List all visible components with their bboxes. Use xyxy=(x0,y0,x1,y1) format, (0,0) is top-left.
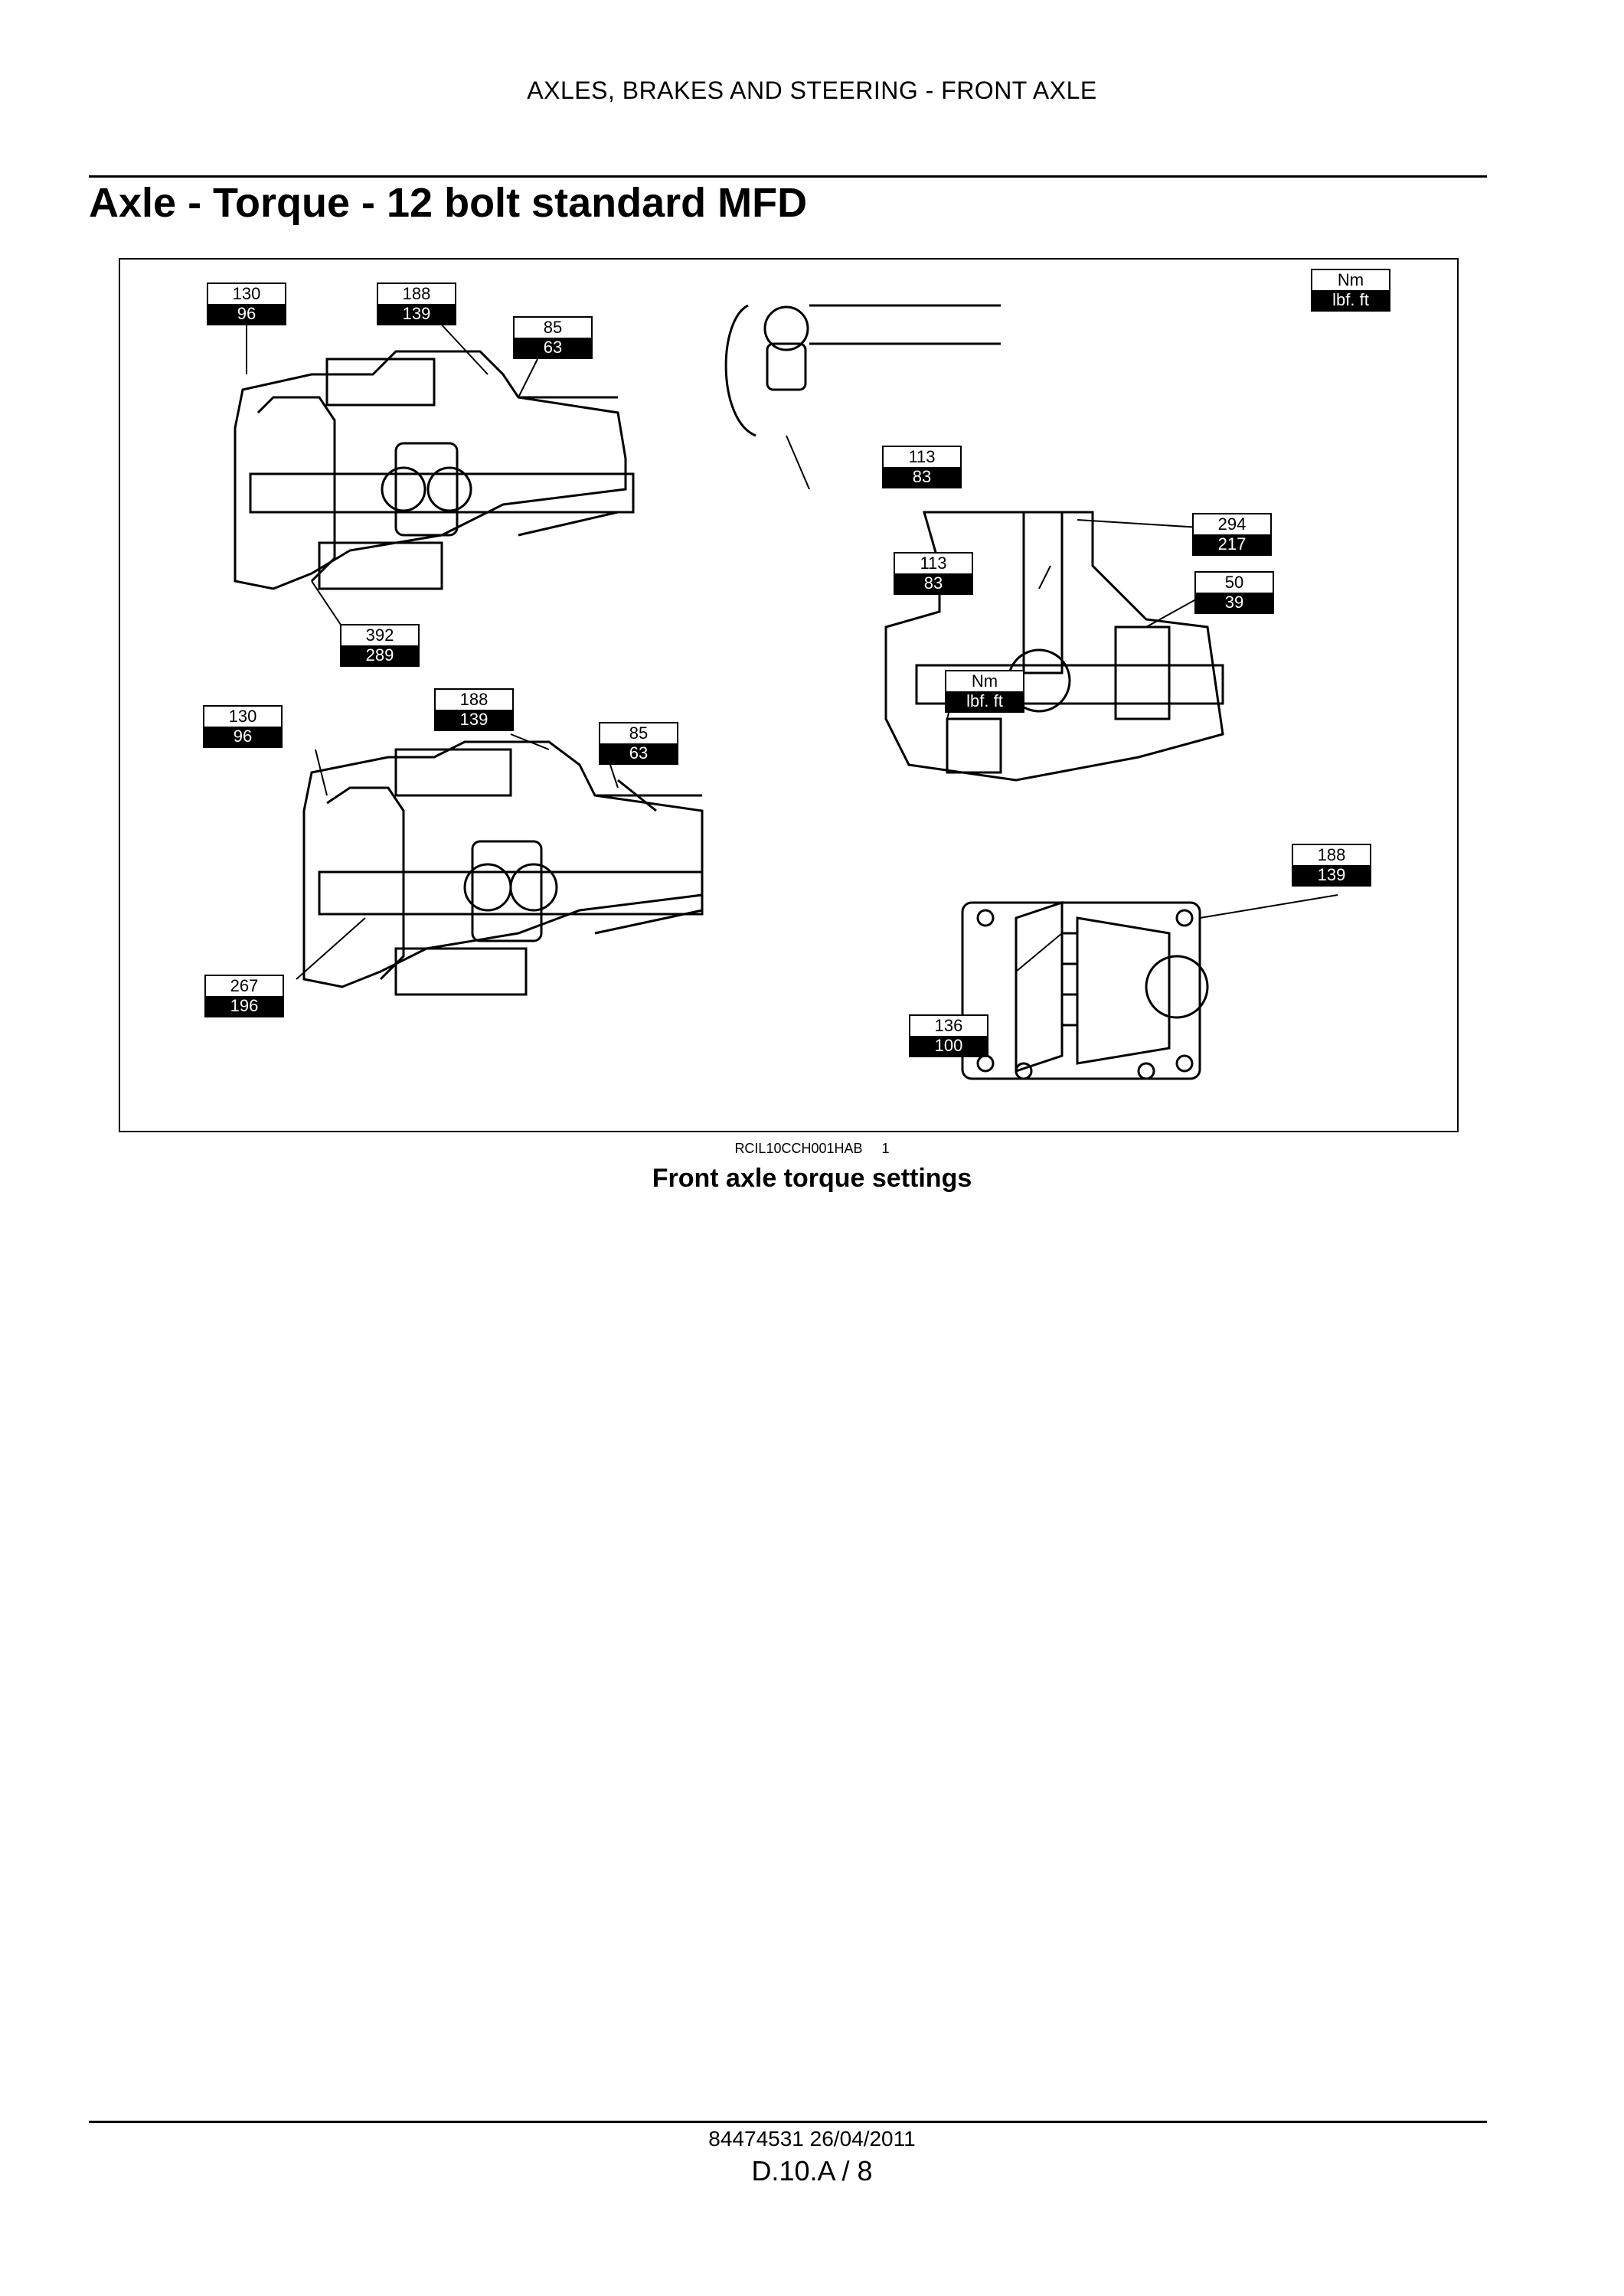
torque-nm: 188 xyxy=(436,690,512,710)
torque-nm: 113 xyxy=(895,554,972,573)
torque-lbf: 217 xyxy=(1194,534,1270,554)
torque-nm: 267 xyxy=(206,976,283,996)
torque-lbf: 96 xyxy=(208,304,285,324)
torque-nm: 50 xyxy=(1196,573,1273,593)
torque-lbf: 139 xyxy=(1293,865,1370,885)
figure-ref-code: RCIL10CCH001HAB xyxy=(734,1141,863,1156)
torque-callout: 50 39 xyxy=(1194,571,1274,614)
torque-figure: Nm lbf. ft 130 96 188 139 85 63 392 289 … xyxy=(119,258,1459,1132)
running-header: AXLES, BRAKES AND STEERING - FRONT AXLE xyxy=(527,77,1097,104)
torque-callout: 188 139 xyxy=(1292,844,1371,887)
torque-callout: 188 139 xyxy=(434,688,514,731)
legend-nm: Nm xyxy=(1312,270,1389,290)
torque-lbf: 83 xyxy=(895,573,972,593)
footer-rule xyxy=(89,2121,1487,2123)
torque-nm: 130 xyxy=(204,707,281,727)
torque-lbf: 63 xyxy=(600,743,677,763)
torque-lbf: 96 xyxy=(204,727,281,746)
footer-document-id: 84474531 26/04/2011 xyxy=(708,2127,916,2151)
torque-nm: 130 xyxy=(208,284,285,304)
torque-callout: 113 83 xyxy=(882,446,962,488)
torque-callout: 85 63 xyxy=(599,722,678,765)
torque-callout: 188 139 xyxy=(377,283,456,325)
torque-nm: 188 xyxy=(1293,845,1370,865)
header-rule xyxy=(89,175,1487,178)
torque-nm: 85 xyxy=(515,318,591,338)
torque-callout: 130 96 xyxy=(203,705,283,748)
page-title: Axle - Torque - 12 bolt standard MFD xyxy=(89,180,808,226)
torque-lbf: 196 xyxy=(206,996,283,1016)
units-legend: Nm lbf. ft xyxy=(1311,269,1390,312)
torque-callout: 113 83 xyxy=(894,552,973,595)
torque-lbf: 289 xyxy=(341,645,418,665)
torque-callout: 130 96 xyxy=(207,283,286,325)
torque-lbf: 139 xyxy=(378,304,455,324)
torque-nm: 136 xyxy=(910,1016,987,1036)
torque-lbf: 100 xyxy=(910,1036,987,1056)
figure-reference: RCIL10CCH001HAB 1 xyxy=(0,1141,1624,1157)
torque-callout: 267 196 xyxy=(204,975,284,1017)
torque-lbf: 139 xyxy=(436,710,512,730)
torque-callout: 392 289 xyxy=(340,624,420,667)
legend-lbf: lbf. ft xyxy=(1312,290,1389,310)
torque-nm: 188 xyxy=(378,284,455,304)
torque-nm: 113 xyxy=(884,447,960,467)
torque-nm: 85 xyxy=(600,723,677,743)
figure-caption: Front axle torque settings xyxy=(652,1164,972,1193)
torque-nm: Nm xyxy=(946,671,1023,691)
footer-page-number: D.10.A / 8 xyxy=(751,2155,873,2187)
figure-number: 1 xyxy=(881,1141,890,1156)
torque-lbf: 83 xyxy=(884,467,960,487)
torque-nm: 392 xyxy=(341,625,418,645)
torque-callout: 85 63 xyxy=(513,316,593,359)
torque-callout: 136 100 xyxy=(909,1014,988,1057)
torque-lbf: 39 xyxy=(1196,593,1273,612)
torque-lbf: 63 xyxy=(515,338,591,358)
torque-lbf: lbf. ft xyxy=(946,691,1023,711)
torque-callout: Nm lbf. ft xyxy=(945,670,1024,713)
axle-line-drawing xyxy=(234,304,1338,1080)
torque-nm: 294 xyxy=(1194,514,1270,534)
torque-callout: 294 217 xyxy=(1192,513,1272,556)
